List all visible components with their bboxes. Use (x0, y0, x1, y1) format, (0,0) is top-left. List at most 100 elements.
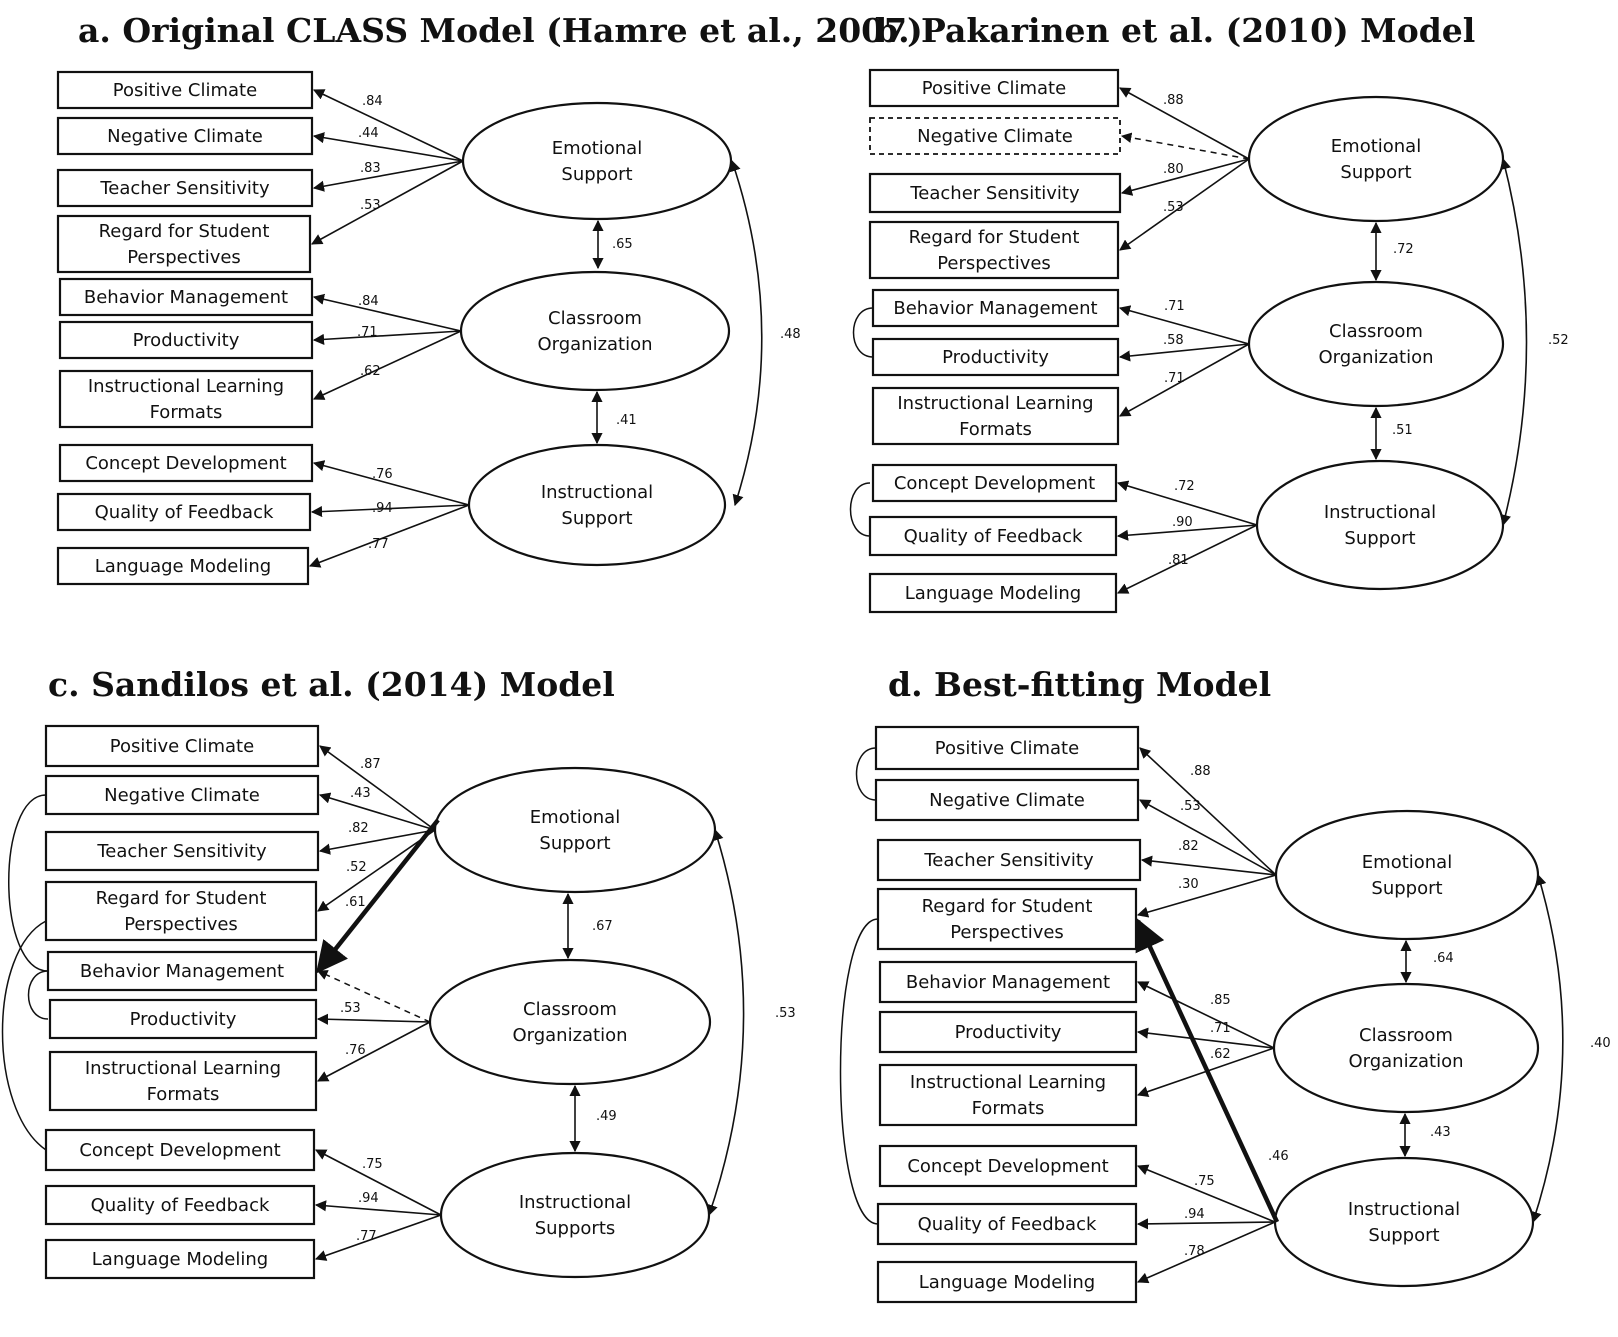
indicator-label: Instructional Learning (910, 1072, 1106, 1093)
indicator-box (868, 68, 1120, 108)
correlation-value: .65 (612, 237, 633, 252)
loading-path-es-ts (1140, 855, 1277, 876)
latent-label: Emotional (1362, 852, 1452, 873)
indicator-box (44, 1184, 316, 1226)
indicator-label: Concept Development (894, 473, 1095, 494)
indicator-cd: Concept Development (44, 1128, 316, 1172)
error-covariance-rsp_qf (839, 918, 879, 1225)
indicator-pr: Productivity (871, 337, 1120, 377)
loading-path-is-qf (1136, 1218, 1276, 1230)
indicator-box (58, 443, 314, 483)
loading-value: .61 (345, 895, 366, 910)
latent-label: Support (561, 164, 632, 185)
correlation-value: .72 (1393, 242, 1414, 257)
loading-value: .76 (345, 1043, 366, 1058)
error-covariance-rsp_cd (1, 920, 47, 1151)
loading-value: .87 (360, 757, 381, 772)
indicator-bm: Behavior Management (58, 277, 314, 317)
panel-title: d. Best-fitting Model (888, 665, 1271, 704)
indicator-qf: Quality of Feedback (44, 1184, 316, 1226)
indicator-box (868, 572, 1118, 614)
latent-label: Organization (512, 1025, 627, 1046)
loading-path-is-rsp (1135, 918, 1280, 1223)
indicator-box (876, 838, 1142, 882)
correlation-value: .40 (1590, 1036, 1611, 1051)
indicator-box (56, 168, 314, 208)
indicator-label: Productivity (133, 330, 240, 351)
indicator-label: Teacher Sensitivity (96, 841, 267, 862)
indicator-box (44, 1238, 316, 1280)
indicator-label: Regard for Student (922, 896, 1093, 917)
indicator-label: Negative Climate (107, 126, 263, 147)
correlation-es-is (706, 828, 745, 1217)
loading-path-is-lm (1136, 1221, 1276, 1284)
loading-path-co-bm (312, 293, 462, 332)
indicator-box (58, 369, 314, 429)
panel-title: a. Original CLASS Model (Hamre et al., 2… (78, 11, 923, 50)
indicator-box (44, 830, 320, 872)
indicator-label: Language Modeling (92, 1249, 268, 1270)
indicator-label: Concept Development (85, 453, 286, 474)
indicator-box (878, 1010, 1138, 1054)
indicator-box (44, 774, 320, 816)
indicator-box (48, 998, 318, 1040)
indicator-label: Positive Climate (113, 80, 257, 101)
indicator-box (871, 386, 1120, 446)
indicator-label: Perspectives (127, 247, 241, 268)
indicator-label: Language Modeling (919, 1272, 1095, 1293)
loading-value: .82 (348, 821, 369, 836)
error-covariance-bm_pr (852, 307, 874, 358)
loading-path-es-pc (1119, 87, 1250, 160)
indicator-box (871, 288, 1120, 328)
correlation-value: .41 (616, 413, 637, 428)
loading-path-is-qf (1116, 524, 1258, 541)
error-covariance-pc_nc (855, 747, 877, 801)
indicator-box (56, 546, 310, 586)
loading-value: .84 (358, 294, 379, 309)
loading-value: .82 (1178, 839, 1199, 854)
indicator-lm: Language Modeling (56, 546, 310, 586)
loading-path-co-pr (316, 1013, 431, 1025)
loading-path-is-lm (314, 1214, 442, 1261)
loading-path-co-ilf (1119, 343, 1250, 417)
loading-path-is-cd (312, 460, 470, 506)
latent-ellipse (467, 443, 727, 567)
latent-ellipse (439, 1151, 711, 1279)
indicator-label: Teacher Sensitivity (909, 183, 1080, 204)
loading-value: .83 (360, 161, 381, 176)
loading-path-is-cd (1136, 1164, 1276, 1223)
loading-path-es-ts (318, 829, 436, 855)
latent-label: Classroom (523, 999, 617, 1020)
latent-label: Organization (1348, 1051, 1463, 1072)
loading-value: .62 (360, 364, 381, 379)
indicator-label: Positive Climate (110, 736, 254, 757)
loading-value: .88 (1163, 93, 1184, 108)
loading-value: .46 (1268, 1149, 1289, 1164)
indicator-bm: Behavior Management (878, 960, 1138, 1004)
indicator-label: Behavior Management (84, 287, 288, 308)
loading-value: .75 (362, 1157, 383, 1172)
loading-path-es-bm (316, 818, 440, 974)
correlation-value: .49 (596, 1109, 617, 1124)
indicator-box (871, 337, 1120, 377)
indicator-box (869, 117, 1121, 155)
indicator-label: Teacher Sensitivity (99, 178, 270, 199)
latent-label: Support (1340, 162, 1411, 183)
indicator-cd: Concept Development (58, 443, 314, 483)
indicator-pc: Positive Climate (868, 68, 1120, 108)
correlation-es-is (1500, 157, 1528, 527)
loading-value: .77 (368, 537, 389, 552)
latent-label: Classroom (1359, 1025, 1453, 1046)
indicator-label: Productivity (130, 1009, 237, 1030)
loading-value: .44 (358, 126, 379, 141)
loading-path-co-ilf (317, 1021, 431, 1082)
indicator-box (878, 960, 1138, 1004)
loading-value: .90 (1172, 515, 1193, 530)
indicator-label: Behavior Management (80, 961, 284, 982)
loading-value: .53 (1180, 799, 1201, 814)
indicator-box (58, 320, 314, 360)
